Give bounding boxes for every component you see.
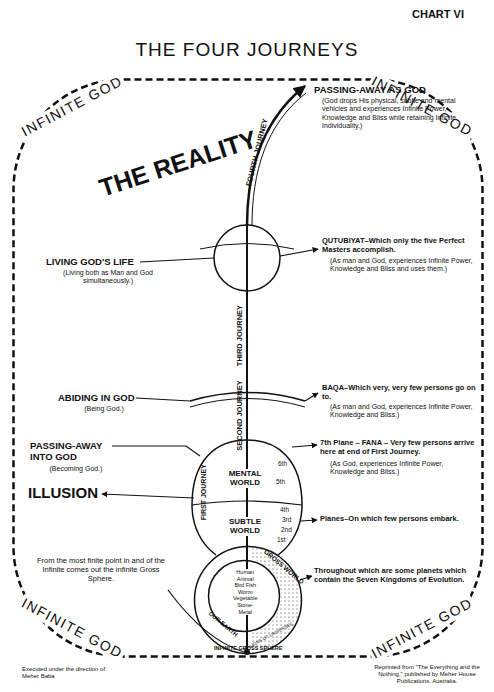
- chart-label: (Becoming God.): [30, 465, 122, 473]
- chart-title: THE FOUR JOURNEYS: [136, 39, 359, 62]
- chart-label: THIRD JOURNEY: [235, 304, 244, 365]
- chart-label: From the most finite point in and of the…: [36, 556, 166, 583]
- qutubiyat-arrow: [280, 249, 318, 256]
- chart-label: 7th Plane – FANA – Very few persons arri…: [320, 438, 480, 456]
- baqa-arc: [190, 393, 305, 402]
- node-text: INFINITE GOD: [17, 71, 127, 140]
- node-text: 2nd: [281, 526, 292, 534]
- outline-path: [192, 440, 302, 505]
- fana-arrow: [292, 445, 317, 447]
- baqa-arrow: [305, 393, 318, 401]
- node-text: 1st: [277, 536, 286, 544]
- chart-label: SECOND JOURNEY: [235, 380, 244, 450]
- node-text: INFINITE GOD: [367, 593, 477, 662]
- chart-label: PASSING-AWAY INTO GOD: [30, 440, 122, 463]
- node-text: MENTAL WORLD: [219, 469, 271, 488]
- illusion-arrow: [102, 494, 194, 498]
- fourth-journey-edge: [252, 93, 306, 226]
- chart-label: Planes–On which few persons embark.: [320, 514, 470, 523]
- chart-label: (Being God.): [58, 405, 150, 413]
- chart-label: LIVING GOD'S LIFE: [46, 256, 134, 267]
- chart-label: (As man and God, experiences Infinite Po…: [330, 257, 478, 274]
- chart-label: CHART VI: [412, 8, 464, 21]
- gross-sphere-circle: GROSS WORLDMILLIONS OF UNIVERSESINFINITE…: [193, 545, 303, 655]
- chart-label: BAQA–Which very, very few persons go on …: [322, 383, 480, 401]
- qutubiyat-circle: [214, 225, 280, 291]
- chart-label: QUTUBIYAT–Which only the five Perfect Ma…: [322, 236, 480, 254]
- dashed-frame: [14, 80, 483, 657]
- node-text: GROSS WORLD: [262, 548, 305, 586]
- planes-arrow: [301, 520, 317, 521]
- chart-label: (Living both as Man and God simultaneous…: [52, 269, 164, 286]
- node-text: Human Animal Bird Fish Worm Vegetable St…: [231, 569, 259, 615]
- chart-label: ABIDING IN GOD: [58, 392, 135, 403]
- chart-label: PASSING-AWAY AS GOD: [314, 84, 426, 95]
- node-text: 3rd: [282, 516, 291, 524]
- chart-label: ILLUSION: [28, 484, 98, 502]
- mental-world-region: MENTAL WORLD 6th 5th: [192, 440, 302, 505]
- node-text: SUBTLE WORLD: [219, 517, 271, 536]
- fana-leader: [112, 446, 200, 456]
- subtle-world-region: SUBTLE WORLD 4th 3rd 2nd 1st: [192, 505, 302, 555]
- node-text: 4th: [280, 506, 289, 514]
- chart-label: THE REALITY: [95, 123, 260, 202]
- qutubiyat-arc: [200, 244, 294, 250]
- node-text: INFINITE GOD: [17, 593, 127, 662]
- chart-label: (As God, experiences Infinite Power, Kno…: [330, 460, 478, 477]
- chart-label: (As man and God, experiences Infinite Po…: [330, 403, 478, 420]
- outline-path: [192, 501, 302, 505]
- our-earth-circle: OUR EARTHHuman Animal Bird Fish Worm Veg…: [207, 559, 281, 633]
- outline-path: [278, 505, 302, 555]
- node-text: 6th: [278, 460, 287, 468]
- baqa-arc: [190, 399, 305, 408]
- node-text: INFINITE GROSS SPHERE: [214, 645, 282, 652]
- chart-label: FIRST JOURNEY: [200, 464, 208, 520]
- chart-label: Reprinted from "The Everything and the N…: [372, 664, 482, 686]
- abiding-leader: [136, 398, 190, 401]
- chart-label: Executed under the direction of Meher Ba…: [22, 666, 112, 680]
- node-text: 5th: [276, 478, 285, 486]
- living-leader: [140, 258, 214, 262]
- chart-label: Throughout which are some planets which …: [314, 566, 479, 584]
- chart-label: (God drops His physical, subtle and ment…: [322, 97, 474, 131]
